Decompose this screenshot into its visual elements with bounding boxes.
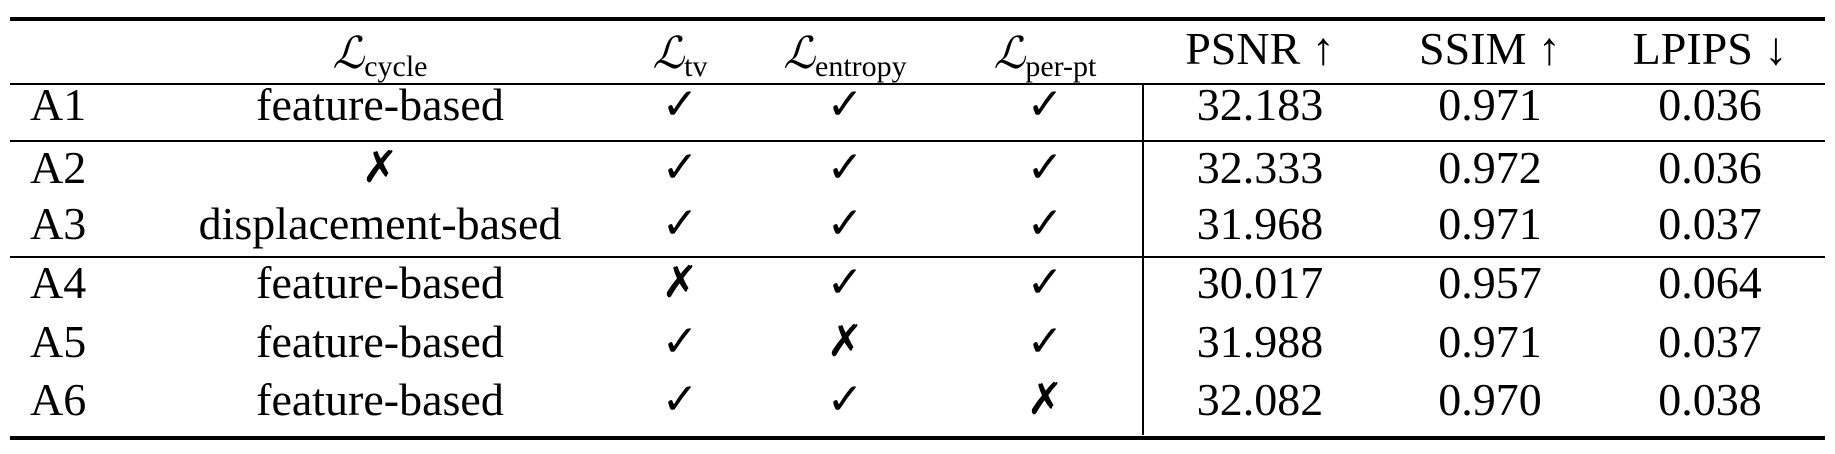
cycle-cell: feature-based	[256, 79, 504, 130]
header-ssim: SSIM ↑	[1419, 23, 1561, 74]
table-row: A1 feature-based ✓ ✓ ✓ 32.183 0.971 0.03…	[0, 76, 1835, 134]
header-rule	[10, 83, 1825, 85]
table-row: A6 feature-based ✓ ✓ ✗ 32.082 0.970 0.03…	[0, 371, 1835, 429]
perpt-cell: ✓	[1026, 142, 1064, 193]
entropy-cell: ✓	[826, 198, 864, 249]
psnr-cell: 31.988	[1196, 316, 1324, 367]
top-rule	[10, 17, 1825, 21]
entropy-cell: ✗	[826, 316, 864, 367]
perpt-cell: ✗	[1026, 374, 1064, 425]
ssim-cell: 0.971	[1438, 316, 1542, 367]
lpips-cell: 0.064	[1658, 257, 1762, 308]
ssim-cell: 0.972	[1438, 142, 1542, 193]
entropy-cell: ✓	[826, 79, 864, 130]
row-id: A4	[30, 257, 87, 308]
tv-cell: ✓	[661, 79, 699, 130]
psnr-cell: 31.968	[1196, 198, 1324, 249]
psnr-cell: 32.082	[1196, 374, 1324, 425]
perpt-cell: ✓	[1026, 198, 1064, 249]
perpt-cell: ✓	[1026, 257, 1064, 308]
header-entropy-loss: ℒentropy	[760, 24, 930, 82]
row-id: A6	[30, 374, 87, 425]
ssim-cell: 0.971	[1438, 198, 1542, 249]
psnr-cell: 30.017	[1196, 257, 1324, 308]
header-psnr: PSNR ↑	[1185, 23, 1335, 74]
tv-cell: ✓	[661, 142, 699, 193]
tv-cell: ✓	[661, 374, 699, 425]
header-lpips: LPIPS ↓	[1632, 23, 1788, 74]
table-row: A5 feature-based ✓ ✗ ✓ 31.988 0.971 0.03…	[0, 313, 1835, 371]
entropy-cell: ✓	[826, 142, 864, 193]
table-row: A3 displacement-based ✓ ✓ ✓ 31.968 0.971…	[0, 195, 1835, 253]
table-row: A2 ✗ ✓ ✓ ✓ 32.333 0.972 0.036	[0, 139, 1835, 197]
ssim-cell: 0.957	[1438, 257, 1542, 308]
row-id: A1	[30, 79, 87, 130]
entropy-cell: ✓	[826, 374, 864, 425]
lpips-cell: 0.038	[1658, 374, 1762, 425]
cycle-cell: feature-based	[256, 374, 504, 425]
row-id: A2	[30, 142, 87, 193]
lpips-cell: 0.036	[1658, 79, 1762, 130]
tv-cell: ✓	[661, 198, 699, 249]
group-rule-1	[10, 140, 1825, 142]
cycle-cell: displacement-based	[198, 198, 562, 249]
tv-cell: ✗	[661, 257, 699, 308]
row-id: A5	[30, 316, 87, 367]
ssim-cell: 0.970	[1438, 374, 1542, 425]
lpips-cell: 0.037	[1658, 198, 1762, 249]
column-separator	[1142, 85, 1144, 435]
psnr-cell: 32.183	[1196, 79, 1324, 130]
cycle-cell: feature-based	[256, 257, 504, 308]
loss-symbol: ℒ	[993, 28, 1026, 79]
loss-symbol: ℒ	[332, 28, 365, 79]
group-rule-2	[10, 256, 1825, 258]
header-perpt-loss: ℒper-pt	[960, 24, 1130, 82]
loss-symbol: ℒ	[652, 28, 685, 79]
row-id: A3	[30, 198, 87, 249]
psnr-cell: 32.333	[1196, 142, 1324, 193]
perpt-cell: ✓	[1026, 316, 1064, 367]
cycle-cell: feature-based	[256, 316, 504, 367]
bottom-rule	[10, 436, 1825, 440]
tv-cell: ✓	[661, 316, 699, 367]
cycle-cell: ✗	[361, 142, 399, 193]
perpt-cell: ✓	[1026, 79, 1064, 130]
entropy-cell: ✓	[826, 257, 864, 308]
header-tv-loss: ℒtv	[620, 24, 740, 82]
header-cycle-sub: cycle	[364, 50, 428, 83]
loss-symbol: ℒ	[783, 28, 816, 79]
lpips-cell: 0.037	[1658, 316, 1762, 367]
table-row: A4 feature-based ✗ ✓ ✓ 30.017 0.957 0.06…	[0, 254, 1835, 312]
header-cycle-loss: ℒcycle	[140, 24, 620, 82]
header-entropy-sub: entropy	[815, 50, 907, 83]
header-perpt-sub: per-pt	[1025, 50, 1097, 83]
header-tv-sub: tv	[684, 50, 708, 83]
ssim-cell: 0.971	[1438, 79, 1542, 130]
lpips-cell: 0.036	[1658, 142, 1762, 193]
